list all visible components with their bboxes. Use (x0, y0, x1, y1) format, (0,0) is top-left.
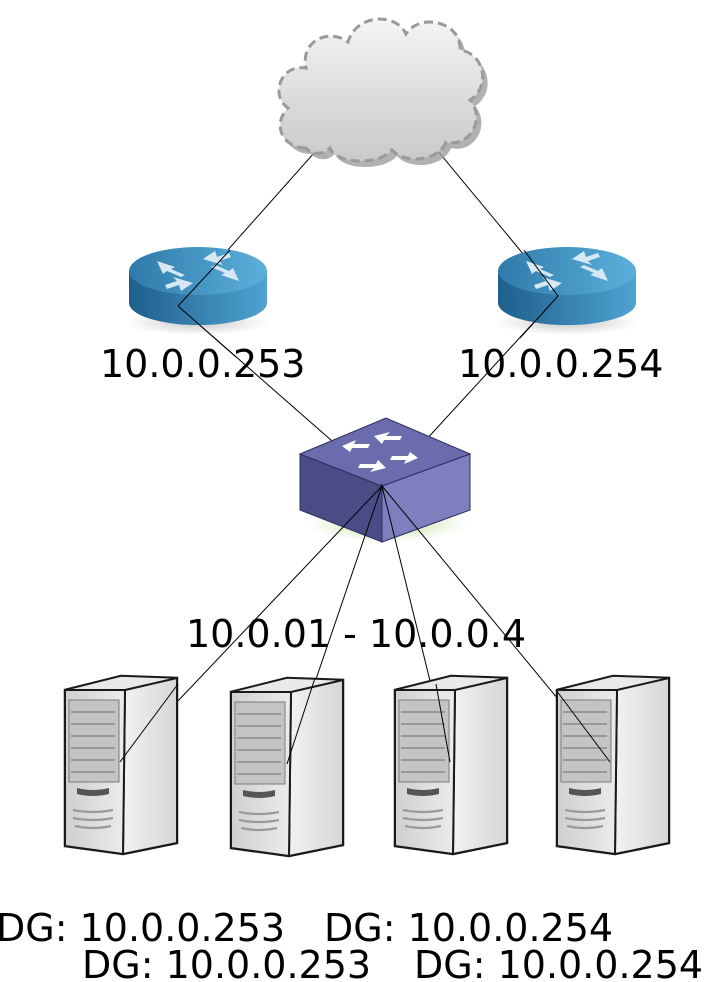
server-4-gateway-label: DG: 10.0.0.254 (414, 943, 703, 982)
server-icon (229, 676, 345, 858)
server-icon (555, 674, 671, 856)
server-icon (63, 674, 179, 856)
server-1 (63, 674, 179, 856)
server-3-gateway-label: DG: 10.0.0.253 (82, 943, 371, 982)
router-right-ip-label: 10.0.0.254 (458, 342, 663, 386)
router-left (126, 247, 270, 335)
router-icon (495, 247, 639, 335)
switch-icon (299, 417, 471, 543)
router-icon (126, 247, 270, 335)
server-2 (229, 676, 345, 858)
cloud-icon (277, 17, 488, 168)
server-2-gateway-label: DG: 10.0.0.254 (324, 906, 613, 950)
switch-ip-range-label: 10.0.01 - 10.0.0.4 (186, 612, 526, 656)
router-left-ip-label: 10.0.0.253 (100, 342, 305, 386)
server-4 (555, 674, 671, 856)
server-1-gateway-label: DG: 10.0.0.253 (0, 906, 285, 950)
router-right (495, 247, 639, 335)
server-icon (393, 674, 509, 856)
switch (299, 417, 471, 543)
server-3 (393, 674, 509, 856)
